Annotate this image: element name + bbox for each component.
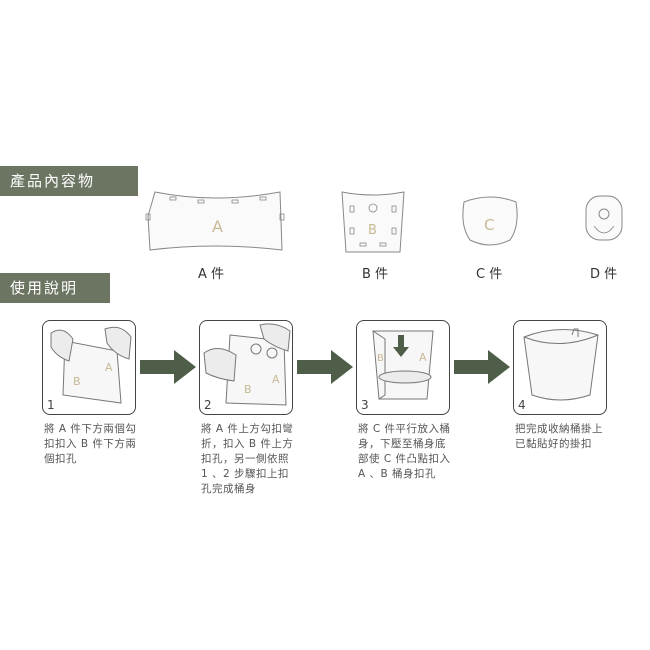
step-1-letter-a: A	[105, 361, 113, 374]
step-1-line: 將 A 件下方兩個勾	[44, 423, 137, 435]
part-b-label: B 件	[362, 267, 389, 282]
step-3-letter-a: A	[419, 351, 427, 364]
step-4-number: 4	[518, 398, 526, 412]
part-d-illustration	[585, 195, 623, 241]
part-c-letter: C	[484, 216, 494, 234]
step-4-description: 把完成收納桶掛上 已黏貼好的掛扣	[515, 422, 603, 452]
step-2-letter-a: A	[272, 373, 280, 386]
step-2-illustration: B A 2	[199, 320, 293, 415]
usage-title: 使用說明	[10, 279, 79, 297]
part-c-label: C 件	[476, 267, 503, 282]
arrow-2-icon	[297, 350, 353, 384]
contents-title: 產品內容物	[10, 172, 96, 190]
part-a-illustration: A	[145, 191, 285, 251]
arrow-3-icon	[454, 350, 510, 384]
step-2-line: 折，扣入 B 件上方	[201, 438, 294, 450]
step-1-letter-b: B	[73, 375, 81, 388]
part-d-label: D 件	[590, 267, 618, 282]
step-4-illustration: 4	[513, 320, 607, 415]
part-a-label: A 件	[198, 267, 225, 282]
step-3-line: A 、B 桶身扣孔	[358, 468, 437, 480]
part-b-illustration: B	[341, 191, 405, 253]
step-4-line: 把完成收納桶掛上	[515, 423, 603, 435]
step-1-line: 扣扣入 B 件下方兩	[44, 438, 137, 450]
step-3-line: 身，下壓至桶身底	[358, 438, 446, 450]
step-2-line: 1 、2 步驟扣上扣	[201, 468, 290, 480]
step-2-letter-b: B	[244, 383, 252, 396]
step-4-line: 已黏貼好的掛扣	[515, 438, 592, 450]
step-2-line: 扣孔，另一側依照	[201, 453, 289, 465]
step-2-number: 2	[204, 398, 212, 412]
step-1-illustration: A B 1	[42, 320, 136, 415]
step-2-line: 將 A 件上方勾扣彎	[201, 423, 294, 435]
part-b-letter: B	[368, 223, 377, 238]
step-3-number: 3	[361, 398, 369, 412]
step-3-line: 將 C 件平行放入桶	[358, 423, 451, 435]
step-1-line: 個扣孔	[44, 453, 77, 465]
part-a-letter: A	[212, 217, 223, 236]
step-2-description: 將 A 件上方勾扣彎 折，扣入 B 件上方 扣孔，另一側依照 1 、2 步驟扣上…	[201, 422, 293, 497]
step-3-illustration: B A 3	[356, 320, 450, 415]
step-3-letter-b: B	[377, 353, 384, 364]
step-1-number: 1	[47, 398, 55, 412]
step-3-description: 將 C 件平行放入桶 身，下壓至桶身底 部使 C 件凸點扣入 A 、B 桶身扣孔	[358, 422, 451, 482]
part-c-illustration: C	[462, 196, 518, 246]
step-2-line: 孔完成桶身	[201, 483, 256, 495]
contents-header-bar: 產品內容物	[0, 166, 138, 196]
step-1-description: 將 A 件下方兩個勾 扣扣入 B 件下方兩 個扣孔	[44, 422, 136, 467]
arrow-1-icon	[140, 350, 196, 384]
step-3-line: 部使 C 件凸點扣入	[358, 453, 451, 465]
usage-header-bar: 使用說明	[0, 273, 110, 303]
